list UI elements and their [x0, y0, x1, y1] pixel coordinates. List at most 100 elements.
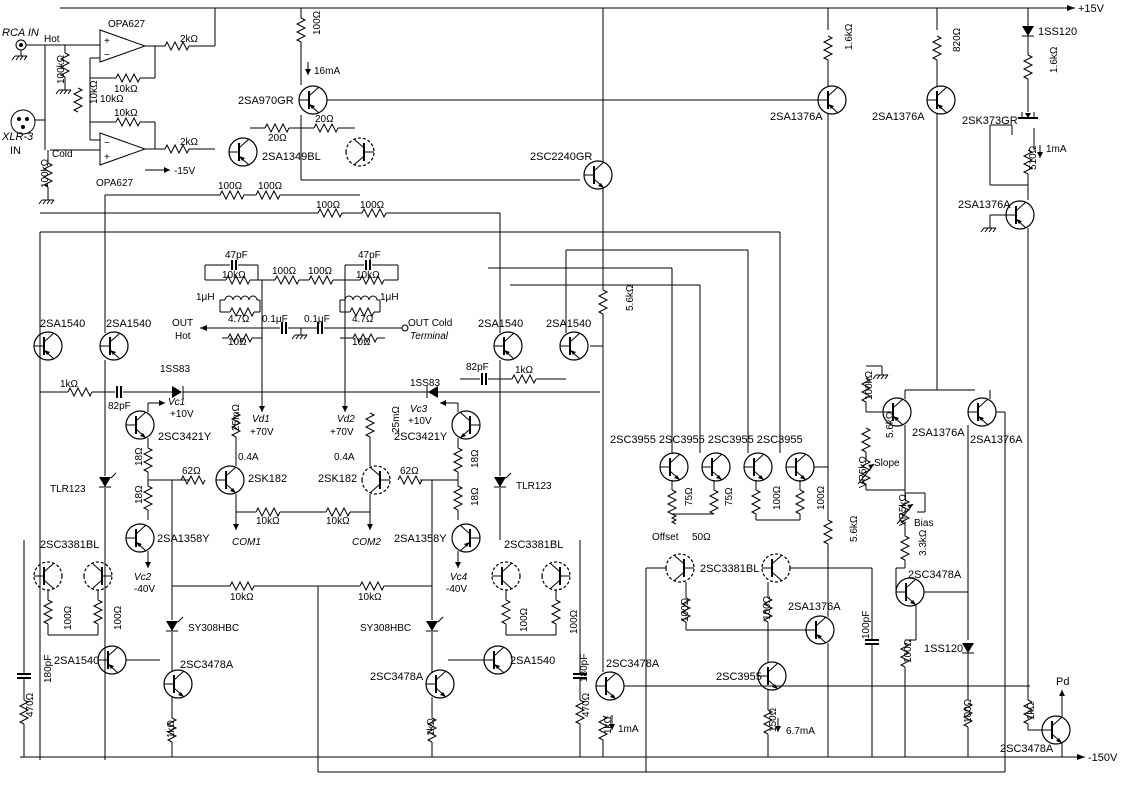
- c-47a: 47pF: [225, 250, 248, 261]
- r-100o: 100Ω: [903, 638, 914, 663]
- r-1k-e: 1kΩ: [603, 715, 614, 734]
- vas: 2SC3478A 1kΩ 1mA: [595, 345, 1030, 757]
- q-3381b: 2SC3381BL: [504, 539, 563, 551]
- r-10a: 10Ω: [228, 337, 247, 348]
- pd: Pd: [1056, 676, 1069, 688]
- r-25m-a: 25mΩ: [231, 404, 242, 431]
- l-1uh-a: 1μH: [196, 292, 215, 303]
- q-1358b: 2SA1358Y: [394, 533, 447, 545]
- driver-right: 2SC3421Y Vc3 +10V 18Ω 18Ω 62Ω 2SK182 25m…: [317, 360, 1005, 773]
- r-10k-g: 10kΩ: [256, 516, 280, 527]
- q-3955hdr: 2SC3955 2SC3955 2SC3955 2SC3955: [610, 434, 803, 446]
- i-04b: 0.4A: [334, 452, 355, 463]
- q-3478e: 2SC3478A: [1000, 743, 1054, 755]
- vc4v: -40V: [446, 584, 467, 595]
- output-transistors: 2SA1540 2SA1540 2SA1540 2SA1540 1kΩ 1SS8…: [33, 195, 780, 760]
- r-150: 150Ω: [768, 707, 779, 732]
- vc2v: -40V: [134, 584, 155, 595]
- inductor-a-icon: [224, 295, 258, 301]
- r-47a: 4.7Ω: [228, 314, 250, 325]
- opa-b-label: OPA627: [96, 178, 133, 189]
- out-hot-label: OUT: [172, 318, 193, 329]
- r-2k-a: 2kΩ: [180, 34, 199, 45]
- q-1376d: 2SA1376A: [788, 601, 841, 613]
- r-18d: 18Ω: [470, 487, 481, 506]
- q-3955b: 2SC3955: [716, 671, 762, 683]
- r-56k-c: 5.6kΩ: [885, 411, 896, 438]
- q-373: 2SK373GR: [962, 115, 1018, 127]
- r-100e: 100Ω: [272, 266, 297, 277]
- r-10k-d: 10kΩ: [100, 94, 124, 105]
- r-in2-label: 100kΩ: [40, 158, 51, 188]
- q-3421a: 2SC3421Y: [158, 431, 212, 443]
- r-1k-b: 1kΩ: [515, 365, 534, 376]
- diff-stage: 100Ω 16mA 2SA970GR 2SA1349BL 20Ω 20Ω 100…: [40, 8, 818, 345]
- inductor-b-icon: [344, 295, 378, 301]
- r-100f: 100Ω: [308, 266, 333, 277]
- q-1540a: 2SA1540: [40, 318, 85, 330]
- r-62b: 62Ω: [400, 466, 419, 477]
- q-1358a: 2SA1358Y: [157, 533, 210, 545]
- r-1k-c: 1kΩ: [166, 719, 177, 738]
- q-1376a: 2SA1376A: [770, 111, 823, 123]
- com1: COM1: [232, 537, 261, 548]
- c-01b: 0.1μF: [304, 314, 330, 325]
- r-10k-h: 10kΩ: [326, 516, 350, 527]
- q-970: 2SA970GR: [238, 95, 294, 107]
- r-470b: 470Ω: [581, 692, 592, 717]
- d-1ss120: 1SS120: [1038, 26, 1077, 38]
- r-16k-a: 1.6kΩ: [844, 23, 855, 50]
- i-1ma-b: 1mA: [618, 724, 639, 735]
- r-62a: 62Ω: [182, 466, 201, 477]
- svg-text:+: +: [104, 36, 110, 47]
- out-cold-label: OUT Cold: [408, 318, 452, 329]
- com2: COM2: [352, 537, 381, 548]
- vc1v: +10V: [170, 409, 194, 420]
- r-100p: 100Ω: [963, 698, 974, 723]
- xlr-connector-icon: [10, 109, 36, 135]
- r-56k-b: 5.6kΩ: [849, 515, 860, 542]
- sy-b: SY308HBC: [360, 623, 411, 634]
- vc3: Vc3: [410, 404, 428, 415]
- terminal-label: Terminal: [410, 331, 449, 342]
- opa-a-label: OPA627: [108, 19, 145, 30]
- out-hot2-label: Hot: [175, 331, 191, 342]
- r-25m-b: 25mΩ: [391, 406, 402, 433]
- svg-text:+: +: [104, 152, 110, 163]
- r-100i: 100Ω: [519, 607, 530, 632]
- q-1376c: 2SA1376A: [958, 199, 1011, 211]
- r-10k-e: 10kΩ: [222, 270, 246, 281]
- q-3381a: 2SC3381BL: [40, 539, 99, 551]
- svg-text:−: −: [104, 50, 110, 61]
- rail-neg-label: -150V: [1088, 752, 1118, 764]
- r-33k: 3.3kΩ: [918, 529, 929, 556]
- r-56k-a: 5.6kΩ: [625, 284, 636, 311]
- r-20b: 20Ω: [315, 114, 334, 125]
- r-in1-label: 100kΩ: [56, 54, 67, 84]
- offset: Offset: [652, 532, 679, 543]
- opamp-a: [99, 29, 147, 63]
- i-67ma: 6.7mA: [786, 726, 815, 737]
- d-1ss120b: 1SS120: [924, 643, 963, 655]
- output-network: 47pF 10kΩ 47pF 10kΩ 100Ω 100Ω 1μH 4.7Ω 1…: [172, 250, 452, 392]
- neg15-label: -15V: [174, 166, 195, 177]
- c-82a: 82pF: [108, 401, 131, 412]
- r-1k-f: 1kΩ: [1026, 701, 1037, 720]
- slope: Slope: [874, 458, 900, 469]
- q-182a: 2SK182: [248, 473, 287, 485]
- rail-positive: +15V: [60, 3, 1105, 15]
- bias: Bias: [914, 518, 933, 529]
- r-10k-f: 10kΩ: [356, 270, 380, 281]
- r-20a: 20Ω: [268, 133, 287, 144]
- r-47b: 4.7Ω: [352, 314, 374, 325]
- xlr-label: XLR-3: [1, 131, 34, 143]
- c-82b: 82pF: [466, 362, 489, 373]
- driver-left: 2SC3421Y Vc1 +10V 18Ω 18Ω 62Ω 2SK182 25m…: [17, 360, 360, 760]
- r-100m: 100Ω: [680, 597, 691, 622]
- tlr-a: TLR123: [50, 484, 86, 495]
- q-3478a: 2SC3478A: [180, 659, 234, 671]
- q-3478b: 2SC3478A: [370, 671, 424, 683]
- r-1k-d: 1kΩ: [426, 717, 437, 736]
- i-16ma: 16mA: [314, 66, 340, 77]
- vc3v: +10V: [408, 416, 432, 427]
